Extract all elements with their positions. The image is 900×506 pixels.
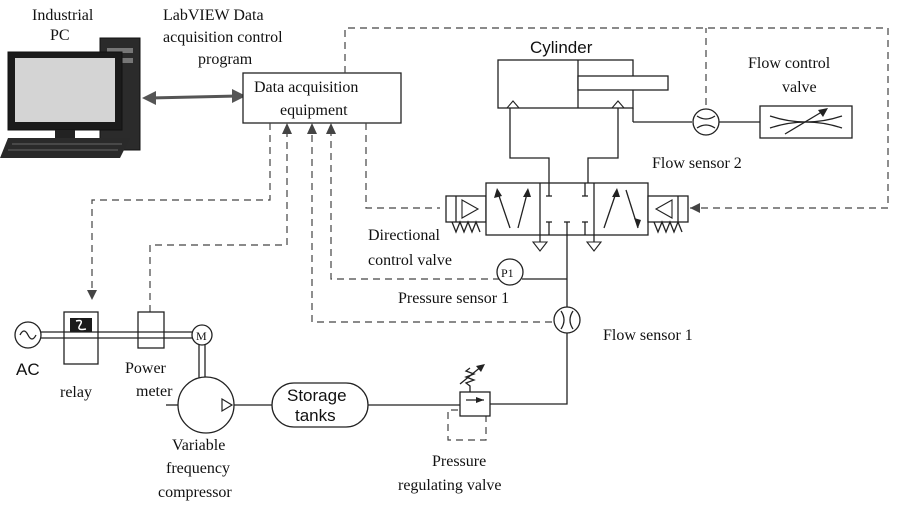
flow-sensor-1-symbol bbox=[553, 306, 581, 334]
relay-label: relay bbox=[60, 384, 92, 401]
cylinder-label: Cylinder bbox=[530, 38, 593, 57]
compressor-label-line1: Variable bbox=[172, 437, 225, 454]
compressor-symbol bbox=[166, 376, 235, 434]
storage-tank-label-line1: Storage bbox=[287, 386, 347, 405]
pressure-sensor-1-label: Pressure sensor 1 bbox=[398, 290, 509, 307]
power-meter-label-line2: meter bbox=[136, 383, 173, 400]
industrial-pc-label-line1: Industrial bbox=[32, 7, 94, 24]
daq-label-line2: equipment bbox=[280, 102, 348, 119]
industrial-pc-icon bbox=[0, 37, 141, 158]
regulating-valve-label-line2: regulating valve bbox=[398, 477, 502, 494]
directional-valve-label-line1: Directional bbox=[368, 227, 441, 244]
motor-label: M bbox=[196, 329, 207, 343]
daq-label-line1: Data acquisition bbox=[254, 79, 358, 96]
flow-control-valve-symbol bbox=[759, 105, 853, 139]
flow-control-label-line1: Flow control bbox=[748, 55, 831, 72]
labview-label-line1: LabVIEW Data bbox=[163, 7, 264, 24]
pc-daq-link-arrow bbox=[142, 89, 246, 105]
flow-sensor-2-symbol bbox=[692, 108, 720, 136]
flow-sensor-1-label: Flow sensor 1 bbox=[603, 327, 693, 344]
ac-source-symbol bbox=[14, 321, 42, 349]
compressor-label-line2: frequency bbox=[166, 460, 230, 477]
regulating-valve-label-line1: Pressure bbox=[432, 453, 486, 470]
power-meter-label-line1: Power bbox=[125, 360, 167, 377]
directional-control-valve-symbol bbox=[445, 182, 689, 252]
flow-sensor-2-label: Flow sensor 2 bbox=[652, 155, 742, 172]
storage-tank-label-line2: tanks bbox=[295, 406, 336, 425]
flow-control-label-line2: valve bbox=[782, 79, 817, 96]
data-acquisition-box bbox=[242, 72, 402, 124]
p1-label: P1 bbox=[501, 266, 514, 280]
cylinder-symbol bbox=[497, 59, 669, 109]
directional-valve-label-line2: control valve bbox=[368, 252, 452, 269]
labview-label-line2: acquisition control bbox=[163, 29, 283, 46]
power-meter-symbol bbox=[137, 311, 165, 349]
compressor-label-line3: compressor bbox=[158, 484, 232, 501]
industrial-pc-label-line2: PC bbox=[50, 27, 70, 44]
labview-label-line3: program bbox=[198, 51, 253, 68]
motor-symbol: M bbox=[191, 324, 213, 346]
relay-symbol bbox=[63, 311, 99, 365]
ac-label: AC bbox=[16, 360, 40, 379]
signal-lines bbox=[87, 27, 889, 441]
pressure-regulating-valve-symbol bbox=[459, 364, 491, 417]
pressure-sensor-1-symbol: P1 bbox=[496, 258, 524, 286]
